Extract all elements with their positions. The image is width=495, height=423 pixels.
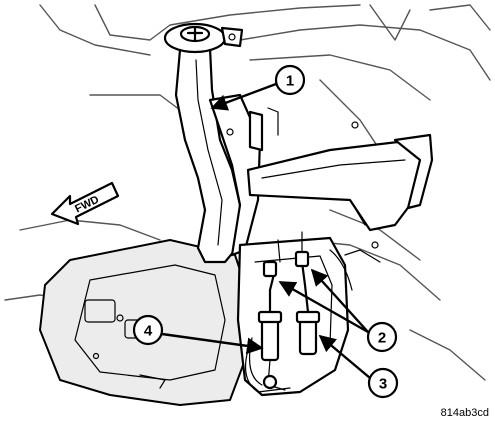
vehicle-body-structure (4, 4, 491, 381)
callout-1: 1 (274, 64, 306, 96)
leader-4 (161, 332, 264, 355)
callout-3: 3 (367, 367, 399, 399)
leader-lines (161, 82, 371, 379)
callout-1-label: 1 (286, 73, 294, 90)
callout-2: 2 (366, 321, 398, 353)
reservoir-tank (236, 231, 381, 397)
leader-2b (310, 268, 369, 333)
filler-neck (163, 22, 244, 264)
bumper-support (246, 121, 434, 249)
callout-2-label: 2 (378, 330, 386, 347)
figure-code: 814ab3cd (441, 407, 489, 419)
leader-1 (210, 82, 277, 111)
pump-left (257, 260, 283, 362)
pump-right (294, 250, 321, 356)
callout-3-label: 3 (379, 376, 387, 393)
callout-4: 4 (132, 314, 164, 346)
callout-4-label: 4 (144, 323, 153, 340)
leader-2a (278, 280, 369, 334)
arrow-left-icon (50, 181, 120, 226)
fwd-direction-arrow: FWD (50, 181, 120, 226)
leader-3 (318, 334, 371, 379)
